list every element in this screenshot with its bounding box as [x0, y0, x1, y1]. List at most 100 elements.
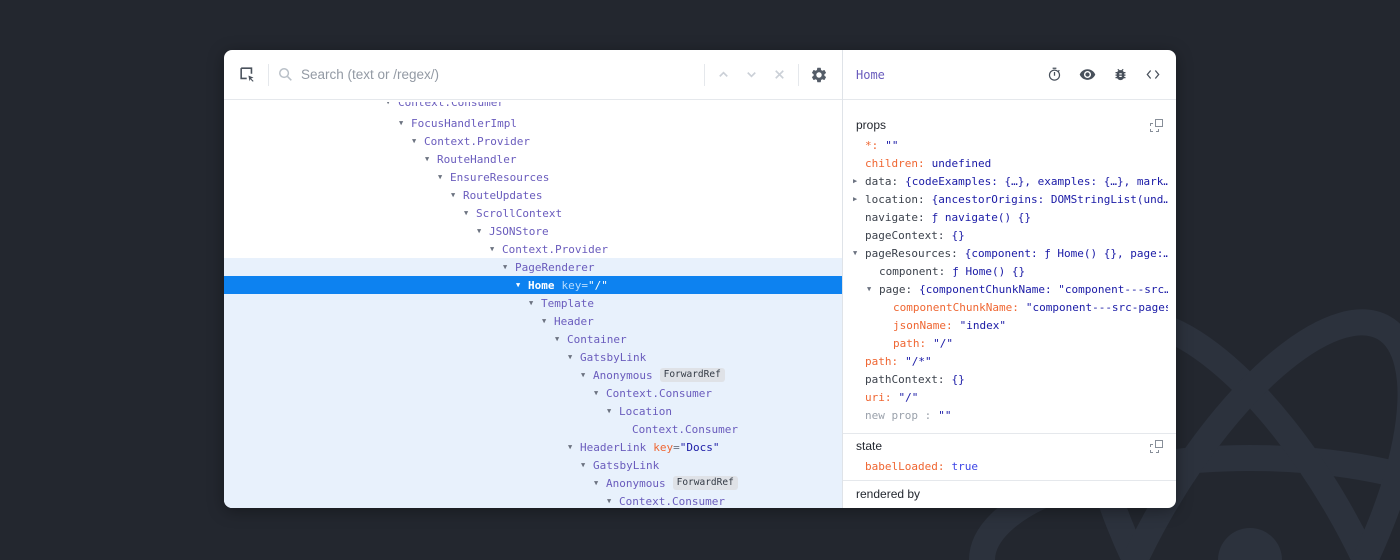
expand-arrow-icon[interactable]: ▼ — [503, 263, 508, 271]
tree-row-EnsureResources[interactable]: ▼ EnsureResources — [224, 168, 842, 186]
toolbar-divider — [268, 63, 269, 86]
prop-value[interactable]: "" — [885, 138, 899, 152]
tree-row-Context.Consumer[interactable]: ▼ Context.Consumer — [224, 492, 842, 508]
prop-value: {} — [951, 228, 965, 242]
expand-arrow-icon[interactable]: ▼ — [451, 191, 456, 199]
component-name: Container — [567, 332, 627, 346]
expand-arrow-icon[interactable]: ▼ — [594, 479, 599, 487]
search-input[interactable] — [301, 67, 695, 82]
expand-arrow-icon[interactable]: ▼ — [425, 155, 430, 163]
settings-button[interactable] — [808, 64, 830, 86]
prop-value[interactable]: "" — [938, 408, 952, 422]
expand-arrow-icon[interactable]: ▼ — [477, 227, 482, 235]
component-name: HeaderLink — [580, 440, 647, 454]
prop-value[interactable]: "/*" — [905, 354, 932, 368]
expand-arrow-icon[interactable]: ▼ — [399, 119, 404, 127]
component-name: EnsureResources — [450, 170, 550, 184]
inspect-element-icon — [238, 65, 257, 84]
tree-row-Template[interactable]: ▼Template — [224, 294, 842, 312]
tree-row-GatsbyLink[interactable]: ▼GatsbyLink — [224, 456, 842, 474]
expand-arrow-icon[interactable]: ▼ — [581, 371, 586, 379]
tree-row-Context.Consumer[interactable]: ▼Context.Consumer — [224, 102, 842, 111]
tree-row-GatsbyLink[interactable]: ▼ GatsbyLink — [224, 348, 842, 366]
component-name: Context.Consumer — [619, 494, 725, 508]
expand-arrow-icon[interactable]: ▼ — [516, 281, 521, 289]
expand-arrow-icon[interactable]: ▼ — [594, 389, 599, 397]
copy-icon[interactable] — [1150, 118, 1163, 132]
inspect-element-button[interactable] — [236, 63, 259, 86]
tree-row-RouteUpdates[interactable]: ▼ RouteUpdates — [224, 186, 842, 204]
prop-value[interactable]: undefined — [931, 156, 992, 170]
state-section-title: state — [856, 439, 883, 453]
expand-arrow-icon[interactable]: ▼ — [581, 461, 586, 469]
prop-value[interactable]: true — [951, 459, 978, 473]
rendered-by-section: rendered by — [843, 481, 1176, 508]
prop-key: navigate: — [865, 210, 925, 224]
tree-row-FocusHandlerImpl[interactable]: ▼FocusHandlerImpl — [224, 114, 842, 132]
tree-row-Location[interactable]: ▼Location — [224, 402, 842, 420]
tree-row-Header[interactable]: ▼Header — [224, 312, 842, 330]
expand-arrow-icon[interactable]: ▼ — [438, 173, 443, 181]
component-name: JSONStore — [489, 224, 549, 238]
tree-row-RouteHandler[interactable]: ▼ RouteHandler — [224, 150, 842, 168]
prop-value[interactable]: "/" — [898, 390, 919, 404]
expand-arrow-icon[interactable]: ▼ — [568, 353, 573, 361]
expand-arrow-icon[interactable]: ▼ — [555, 335, 560, 343]
eye-icon — [1079, 66, 1096, 83]
tree-row-PageRenderer[interactable]: ▼PageRenderer — [224, 258, 842, 276]
forwardref-badge: ForwardRef — [672, 476, 738, 490]
prop-value[interactable]: "/" — [933, 336, 953, 350]
expand-arrow-icon[interactable]: ▶ — [853, 195, 858, 203]
expand-arrow-icon[interactable]: ▼ — [867, 285, 872, 293]
new-prop-input[interactable]: new prop : — [865, 408, 932, 422]
inspect-dom-button[interactable] — [1077, 64, 1098, 85]
tree-row-Context.Consumer[interactable]: Context.Consumer — [224, 420, 842, 438]
tree-row-Context.Consumer[interactable]: ▼Context.Consumer — [224, 384, 842, 402]
expand-arrow-icon[interactable]: ▼ — [853, 249, 858, 257]
kv-row-data: ▶data:{codeExamples: {…}, examples: {…},… — [851, 172, 1168, 190]
expand-arrow-icon[interactable]: ▼ — [386, 102, 391, 106]
prop-value: {} — [951, 372, 965, 386]
toolbar-divider — [798, 63, 799, 86]
prop-key: page: — [879, 282, 913, 296]
suspend-toggle-button[interactable] — [1045, 65, 1064, 84]
search-prev-button[interactable] — [714, 65, 733, 84]
view-source-button[interactable] — [1143, 65, 1163, 84]
expand-arrow-icon[interactable]: ▼ — [529, 299, 534, 307]
component-name: GatsbyLink — [580, 350, 647, 364]
component-tree-rows: ▼Context.Consumer▼FocusHandlerImpl▼Conte… — [224, 102, 842, 508]
expand-arrow-icon[interactable]: ▼ — [412, 137, 417, 145]
tree-row-Container[interactable]: ▼ Container — [224, 330, 842, 348]
expand-arrow-icon[interactable]: ▼ — [490, 245, 495, 253]
expand-arrow-icon[interactable]: ▼ — [607, 407, 612, 415]
prop-value[interactable]: "index" — [959, 318, 1006, 332]
tree-row-JSONStore[interactable]: ▼ JSONStore — [224, 222, 842, 240]
component-name: RouteUpdates — [463, 188, 543, 202]
tree-row-ScrollContext[interactable]: ▼ ScrollContext — [224, 204, 842, 222]
search-next-button[interactable] — [742, 65, 761, 84]
search-clear-button[interactable] — [770, 65, 789, 84]
expand-arrow-icon[interactable]: ▼ — [464, 209, 469, 217]
prop-key: children: — [865, 156, 925, 170]
toolbar-divider — [704, 63, 705, 86]
expand-arrow-icon[interactable]: ▼ — [568, 443, 573, 451]
log-component-button[interactable] — [1111, 65, 1130, 84]
expand-arrow-icon[interactable]: ▼ — [542, 317, 547, 325]
kv-row-pathContext: pathContext:{} — [851, 370, 1168, 388]
prop-key: jsonName: — [893, 318, 953, 332]
kv-row-location: ▶location:{ancestorOrigins: DOMStringLis… — [851, 190, 1168, 208]
expand-arrow-icon[interactable]: ▼ — [607, 497, 612, 505]
component-name: ScrollContext — [476, 206, 563, 220]
copy-icon[interactable] — [1150, 439, 1163, 453]
component-name: RouteHandler — [437, 152, 517, 166]
tree-row-Context.Provider[interactable]: ▼Context.Provider — [224, 240, 842, 258]
prop-value[interactable]: "component---src-pages-index-js" — [1025, 300, 1168, 314]
tree-row-Context.Provider[interactable]: ▼Context.Provider — [224, 132, 842, 150]
timer-icon — [1047, 67, 1062, 82]
expand-arrow-icon[interactable]: ▶ — [853, 177, 858, 185]
state-section: state babelLoaded:true — [843, 434, 1176, 481]
